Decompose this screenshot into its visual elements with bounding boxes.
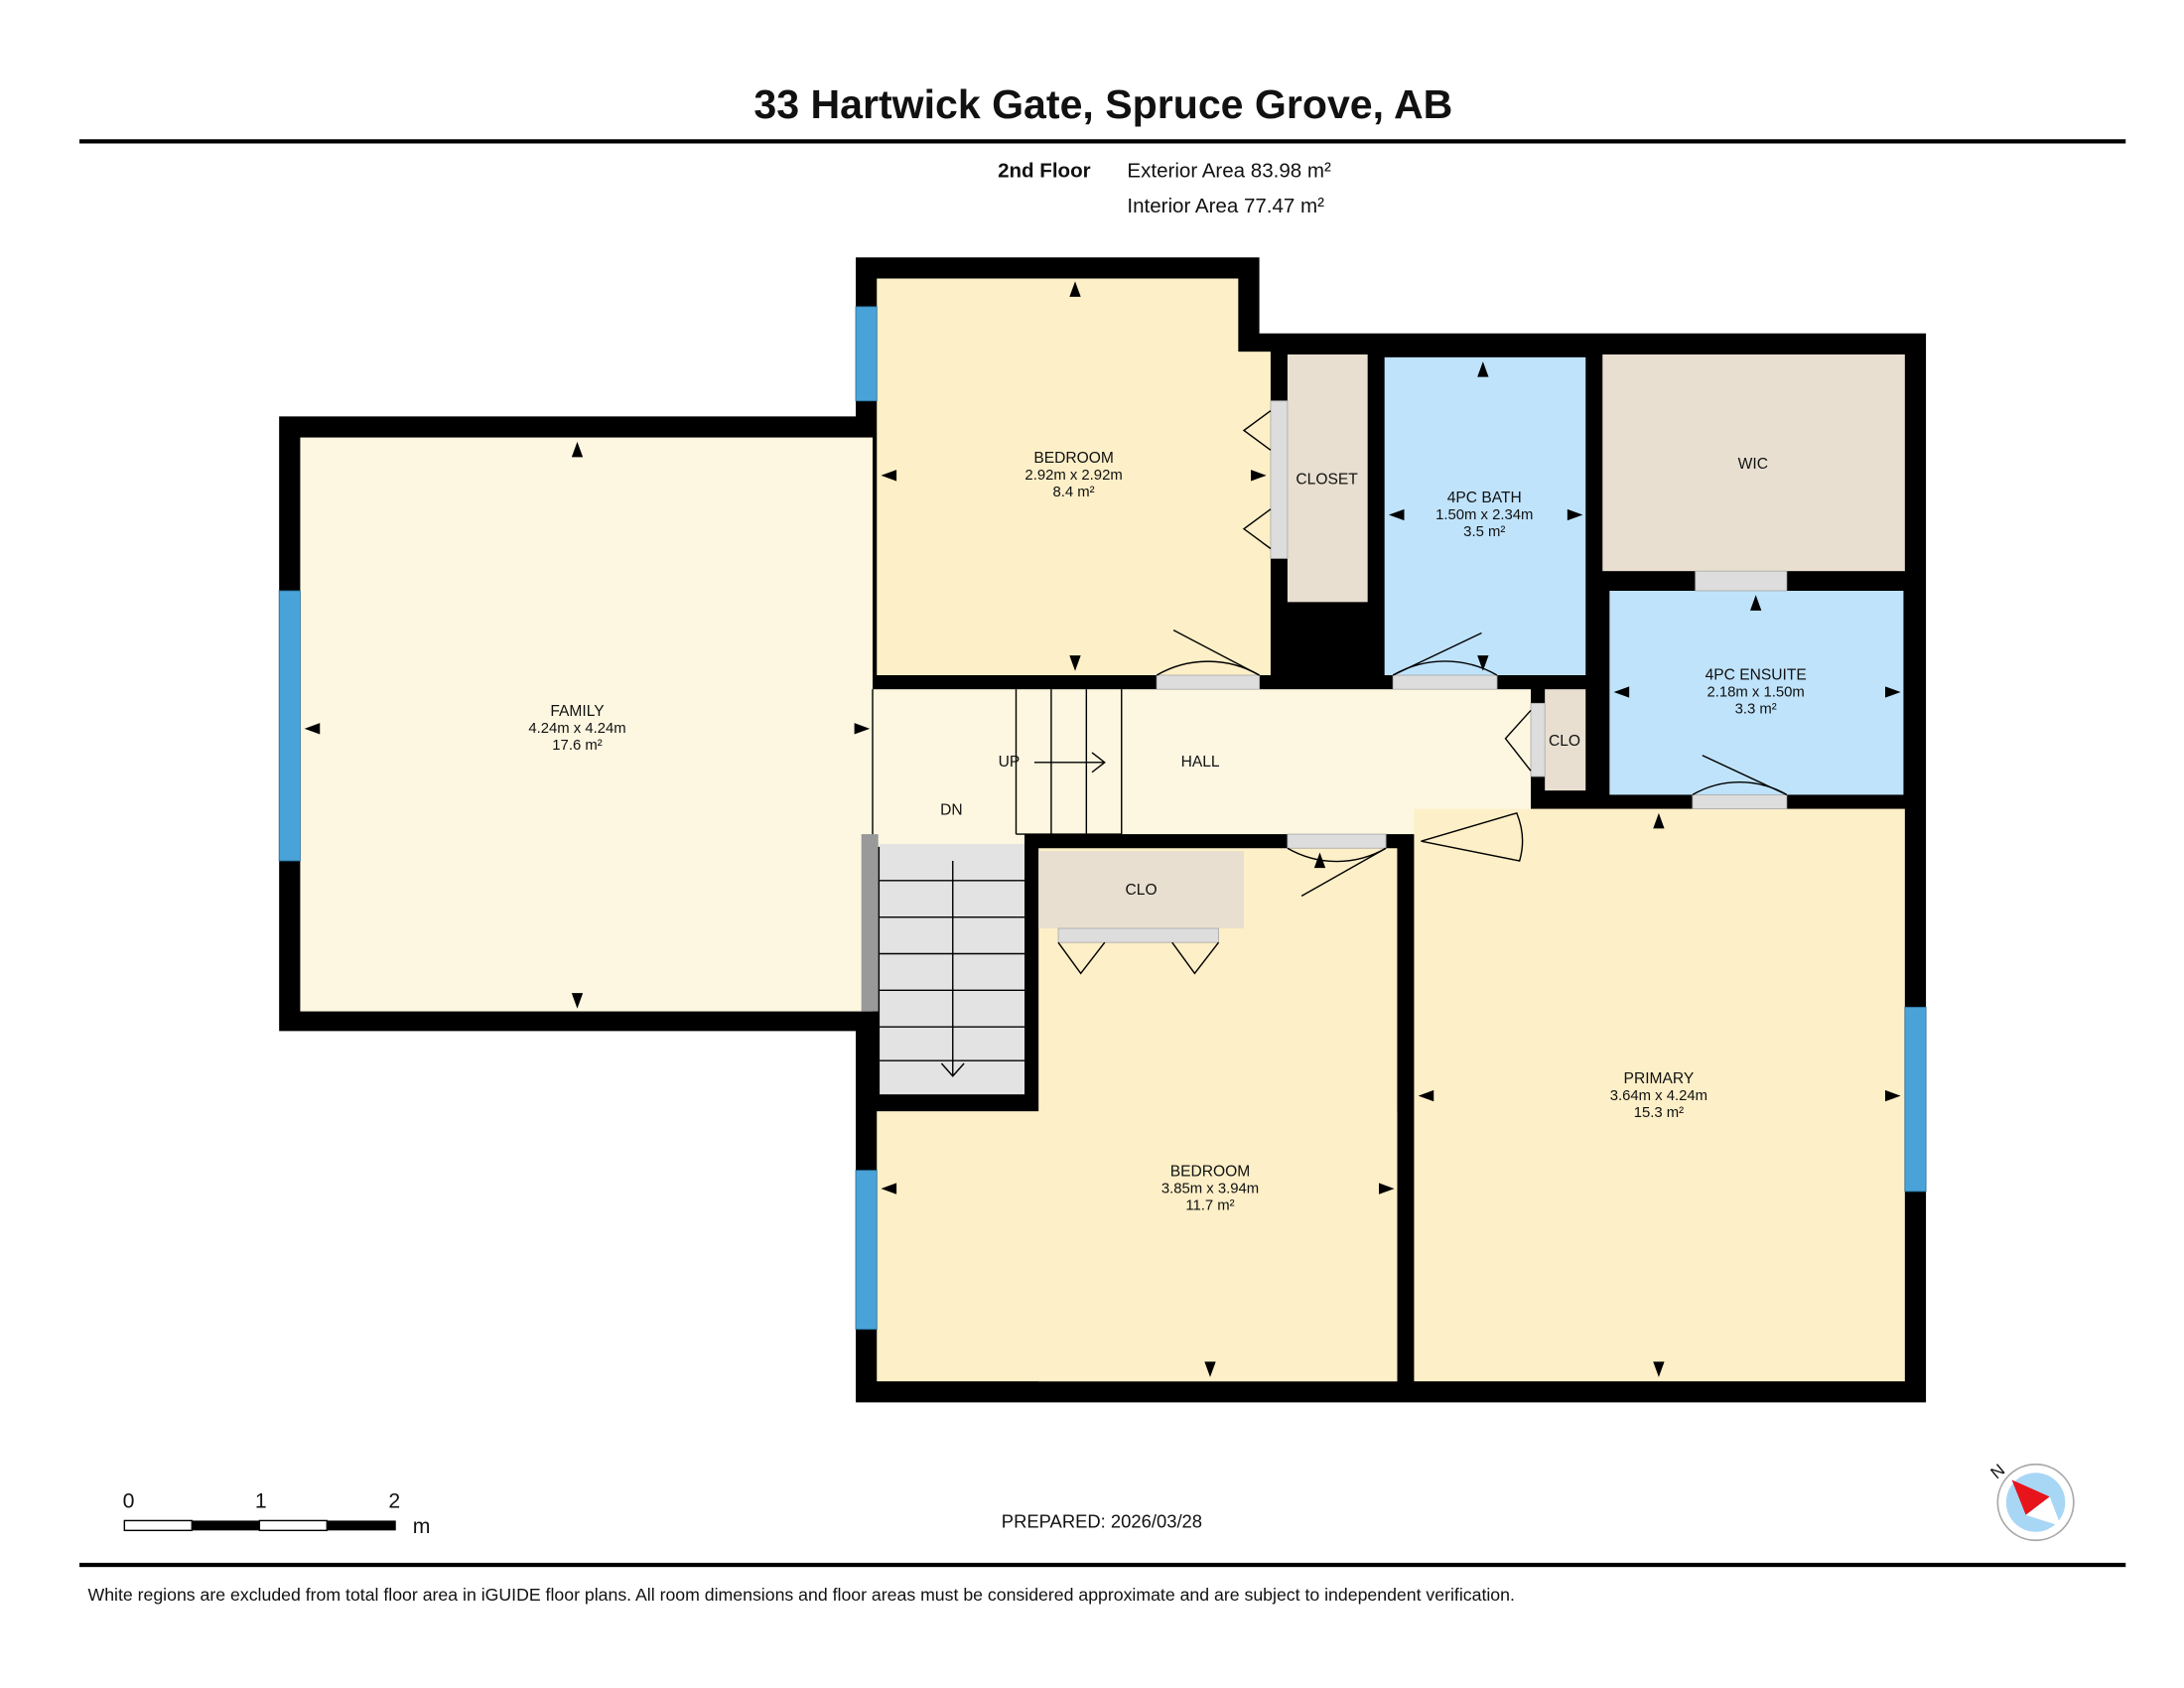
svg-text:3.85m x 3.94m: 3.85m x 3.94m xyxy=(1161,1181,1259,1196)
svg-text:11.7 m²: 11.7 m² xyxy=(1185,1197,1234,1213)
label-bath: 4PC BATH 1.50m x 2.34m 3.5 m² xyxy=(1435,490,1533,540)
room-clo-lower xyxy=(1038,851,1244,928)
label-family: FAMILY 4.24m x 4.24m 17.6 m² xyxy=(528,703,625,754)
room-family xyxy=(300,437,874,1012)
svg-text:3.64m x 4.24m: 3.64m x 4.24m xyxy=(1610,1088,1707,1104)
window-bedroom-bottom xyxy=(855,1170,878,1331)
compass-icon: N xyxy=(1987,1461,2075,1542)
svg-text:2: 2 xyxy=(388,1489,400,1513)
dimension-arrows xyxy=(304,281,1901,1377)
window-primary xyxy=(1904,1006,1927,1193)
window-bedroom-top xyxy=(855,306,878,402)
room-clo-small xyxy=(1545,689,1586,791)
room-primary xyxy=(1414,808,1905,1382)
svg-text:PRIMARY: PRIMARY xyxy=(1624,1070,1695,1087)
svg-text:1.50m x 2.34m: 1.50m x 2.34m xyxy=(1435,507,1533,523)
stairs-down xyxy=(861,834,1025,1095)
scale-bar: 0 1 2 m xyxy=(123,1489,431,1538)
room-bedroom-top xyxy=(877,278,1271,675)
svg-text:2.18m x 1.50m: 2.18m x 1.50m xyxy=(1707,684,1805,700)
room-closet xyxy=(1287,354,1368,603)
svg-text:4PC ENSUITE: 4PC ENSUITE xyxy=(1706,666,1807,683)
svg-text:1: 1 xyxy=(255,1489,267,1513)
label-primary: PRIMARY 3.64m x 4.24m 15.3 m² xyxy=(1610,1070,1707,1121)
svg-text:8.4 m²: 8.4 m² xyxy=(1053,485,1095,500)
svg-text:3.5 m²: 3.5 m² xyxy=(1463,524,1505,540)
doors xyxy=(1057,400,1788,943)
room-wic xyxy=(1602,354,1905,572)
label-closet: CLOSET xyxy=(1296,471,1358,488)
prepared-date: PREPARED: 2026/03/28 xyxy=(1002,1511,1202,1532)
svg-text:4PC BATH: 4PC BATH xyxy=(1447,490,1522,506)
windows xyxy=(278,306,1927,1331)
footer-divider xyxy=(79,1562,2126,1568)
page-title: 33 Hartwick Gate, Spruce Grove, AB xyxy=(753,81,1452,127)
svg-text:m: m xyxy=(413,1514,431,1538)
door-swings xyxy=(1057,410,1788,975)
room-ensuite xyxy=(1609,591,1904,795)
label-clo-lower: CLO xyxy=(1126,882,1158,899)
header-divider xyxy=(79,139,2126,144)
svg-text:17.6 m²: 17.6 m² xyxy=(552,738,602,754)
label-bedroom-bottom: BEDROOM 3.85m x 3.94m 11.7 m² xyxy=(1161,1163,1259,1213)
svg-text:BEDROOM: BEDROOM xyxy=(1170,1163,1251,1180)
label-clo-small: CLO xyxy=(1549,733,1580,750)
svg-text:4.24m x 4.24m: 4.24m x 4.24m xyxy=(528,721,625,737)
label-up: UP xyxy=(999,754,1021,771)
exterior-area: Exterior Area 83.98 m² xyxy=(1127,160,1331,183)
svg-text:2.92m x 2.92m: 2.92m x 2.92m xyxy=(1024,468,1122,484)
label-ensuite: 4PC ENSUITE 2.18m x 1.50m 3.3 m² xyxy=(1706,666,1807,717)
label-wic: WIC xyxy=(1738,456,1768,473)
label-bedroom-top: BEDROOM 2.92m x 2.92m 8.4 m² xyxy=(1024,450,1122,500)
svg-text:0: 0 xyxy=(123,1489,135,1513)
label-dn: DN xyxy=(940,801,963,818)
interior-area: Interior Area 77.47 m² xyxy=(1127,195,1324,217)
svg-text:15.3 m²: 15.3 m² xyxy=(1634,1105,1684,1121)
window-family xyxy=(278,590,301,862)
svg-text:3.3 m²: 3.3 m² xyxy=(1735,701,1777,717)
svg-text:FAMILY: FAMILY xyxy=(550,703,605,720)
room-bath xyxy=(1384,356,1586,675)
footer-disclaimer: White regions are excluded from total fl… xyxy=(87,1585,1514,1605)
svg-text:BEDROOM: BEDROOM xyxy=(1033,450,1114,467)
label-hall: HALL xyxy=(1181,754,1220,771)
floor-label: 2nd Floor xyxy=(998,160,1091,183)
stairs-up xyxy=(1015,689,1123,835)
